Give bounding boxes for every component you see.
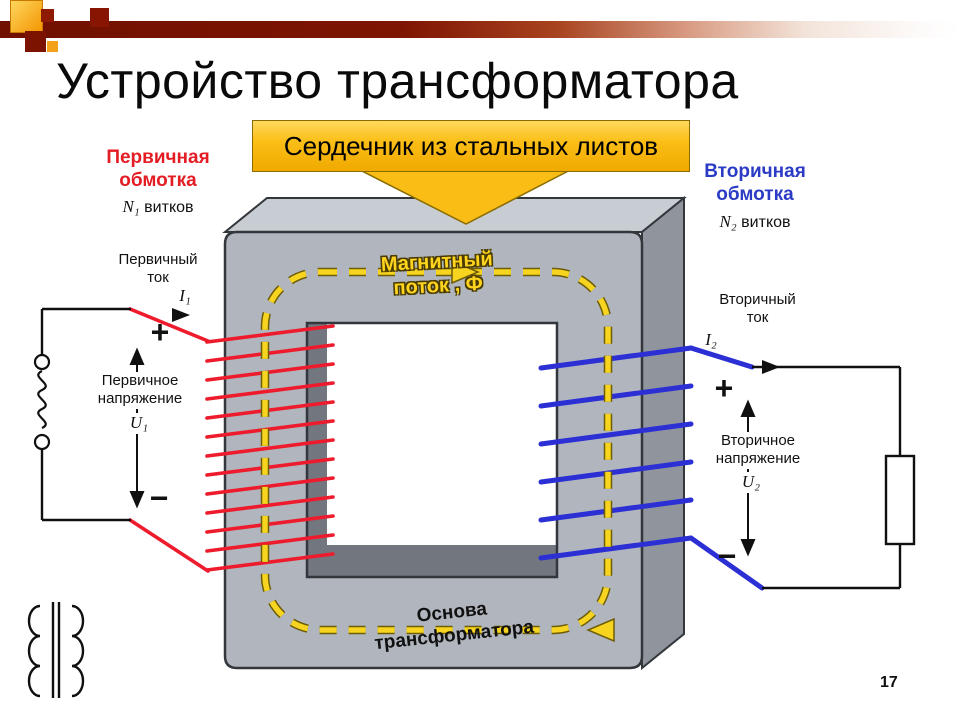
load-resistor bbox=[884, 454, 916, 546]
core-callout-text: Сердечник из стальных листов bbox=[283, 130, 659, 161]
magnetic-flux-label: Магнитный поток , Ф bbox=[380, 248, 494, 300]
magnetic-flux-loop bbox=[260, 259, 615, 643]
decor-square-red-3 bbox=[90, 8, 109, 27]
primary-winding-label: Первичная обмотка bbox=[106, 147, 210, 192]
decor-square-orange-small bbox=[47, 41, 58, 52]
transformer-core bbox=[222, 195, 687, 671]
decor-square-red-1 bbox=[41, 9, 54, 22]
secondary-winding-coil bbox=[538, 345, 765, 591]
primary-minus-sign: − bbox=[149, 480, 169, 516]
secondary-winding-label: Вторичная обмотка bbox=[704, 161, 806, 206]
header-gradient-bar bbox=[0, 21, 960, 38]
primary-plus-sign: + bbox=[150, 314, 170, 350]
core-callout: Сердечник из стальных листов bbox=[252, 120, 690, 172]
decor-square-red-2 bbox=[25, 31, 46, 52]
primary-current-arrow bbox=[172, 308, 190, 322]
right-circuit-wires bbox=[752, 365, 902, 590]
left-circuit-wires bbox=[40, 307, 131, 522]
secondary-current-label: Вторичный ток bbox=[719, 291, 796, 327]
secondary-current-symbol: I₂ bbox=[705, 330, 717, 349]
ac-source bbox=[33, 353, 51, 451]
primary-winding-coil bbox=[128, 307, 335, 573]
primary-voltage-label: Первичное напряжение bbox=[86, 372, 194, 409]
page-number: 17 bbox=[880, 674, 898, 691]
primary-turns-label: N₁ витков bbox=[122, 197, 194, 216]
primary-current-symbol: I₁ bbox=[179, 286, 191, 305]
secondary-minus-sign: − bbox=[717, 538, 737, 574]
page-title: Устройство трансформатора bbox=[56, 53, 739, 109]
transformer-schematic-icon bbox=[27, 602, 85, 698]
primary-voltage-symbol: U₁ bbox=[124, 413, 154, 434]
secondary-turns-label: N₂ витков bbox=[719, 212, 791, 231]
primary-current-label: Первичный ток bbox=[118, 251, 198, 287]
secondary-plus-sign: + bbox=[714, 370, 734, 406]
secondary-voltage-label: Вторичное напряжение bbox=[698, 432, 818, 469]
secondary-voltage-symbol: U₂ bbox=[736, 472, 766, 493]
secondary-current-arrow bbox=[762, 360, 780, 374]
